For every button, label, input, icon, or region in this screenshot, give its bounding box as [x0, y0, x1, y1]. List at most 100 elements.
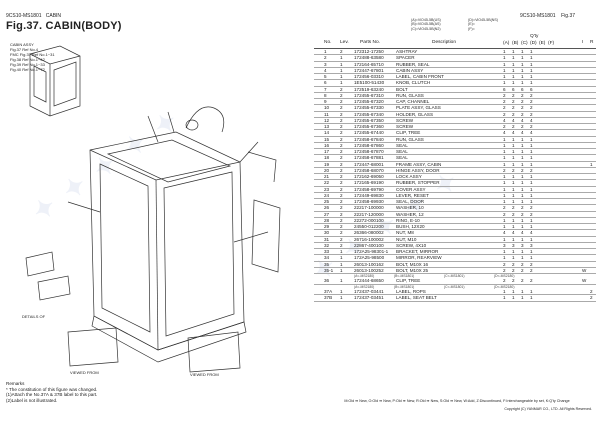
row-description: CLIP, TREE	[396, 130, 421, 136]
row-qty: 2	[503, 205, 506, 211]
row-no: 37A	[324, 289, 333, 295]
row-qty: 1	[512, 136, 515, 142]
row-level: 2	[340, 167, 343, 173]
row-qty: 4	[503, 130, 506, 136]
row-qty: 1	[512, 149, 515, 154]
row-qty: 1	[503, 55, 506, 61]
row-no: 2	[324, 55, 327, 61]
row-qty: 2	[530, 205, 533, 211]
row-qty: 1	[521, 55, 524, 61]
row-part-number: 26013-100162	[354, 261, 384, 267]
row-description: SEAL	[396, 142, 408, 148]
row-qty: 4	[503, 230, 506, 236]
row-remark: 2	[590, 295, 593, 301]
row-qty: 2	[512, 261, 515, 267]
row-qty: 1	[530, 217, 533, 223]
row-qty: 1	[512, 224, 515, 229]
row-qty: 1	[503, 142, 506, 148]
row-part-number: 1E5100-51430	[354, 80, 385, 86]
row-qty: 1	[512, 236, 515, 242]
row-qty: 1	[521, 49, 524, 54]
row-no: 1	[324, 49, 327, 54]
row-qty: 1	[512, 55, 515, 61]
serial-range-row: (A<-MS2180) (B<-MS1801) (C<-MS1801) (D<-…	[354, 284, 515, 289]
row-no: 20	[324, 167, 330, 173]
row-qty: 1	[503, 74, 506, 79]
row-qty: 6	[521, 86, 524, 92]
inset-line: FMC Fig.37 Ref No.1~31	[10, 52, 55, 57]
mirror-rearview	[37, 275, 71, 301]
row-qty: 1	[503, 295, 506, 301]
row-level: 2	[340, 136, 343, 142]
row-level: 1	[340, 249, 343, 254]
remark-line: * The constitution of this figure was ch…	[6, 386, 98, 392]
row-qty: 2	[503, 211, 506, 217]
row-qty: 4	[512, 130, 515, 136]
row-level: 2	[340, 236, 343, 242]
row-no: 26	[324, 205, 330, 211]
row-description: RUBBER, STOPPER	[396, 180, 440, 186]
row-qty: 4	[530, 230, 533, 236]
row-qty: 4	[530, 117, 533, 123]
row-qty: 1	[503, 61, 506, 67]
row-description: ASHTRAY	[396, 49, 418, 54]
row-part-number: 172455-67440	[354, 130, 384, 136]
row-qty: 1	[512, 61, 515, 67]
row-description: LABEL, CABIN FRONT	[396, 74, 444, 79]
row-qty: 1	[521, 80, 524, 86]
row-qty: 1	[521, 249, 524, 254]
row-qty: 1	[521, 61, 524, 67]
row-level: 1	[340, 55, 343, 61]
row-qty: 1	[521, 67, 524, 73]
row-no: 35-1	[324, 267, 334, 273]
row-no: 25	[324, 199, 330, 204]
row-qty: 2	[521, 105, 524, 111]
row-qty: 1	[503, 149, 506, 154]
row-qty: 1	[530, 180, 533, 186]
row-qty: 2	[512, 167, 515, 173]
row-level: 1	[340, 289, 343, 295]
row-no: 31	[324, 236, 330, 242]
row-no: 37B	[324, 295, 333, 301]
row-qty: 3	[521, 242, 524, 248]
row-qty: 1	[530, 49, 533, 54]
row-qty: 1	[530, 174, 533, 179]
row-qty: 1	[521, 255, 524, 261]
row-level: 2	[340, 230, 343, 236]
row-part-number: 172312-17250	[354, 49, 384, 54]
rubber-seal	[185, 119, 199, 131]
row-qty: 2	[521, 92, 524, 98]
row-qty: 1	[521, 295, 524, 301]
row-description: BOLT	[396, 86, 408, 92]
row-qty: 2	[503, 167, 506, 173]
row-part-number: 172455-67360	[354, 124, 384, 129]
row-qty: 1	[530, 74, 533, 79]
row-remark: 2	[590, 289, 593, 295]
row-qty: 1	[512, 180, 515, 186]
model-code-left: 9CS10-MS1801 CABIN	[6, 13, 62, 19]
row-qty: 1	[512, 186, 515, 192]
row-level: 1	[340, 255, 343, 261]
row-no: 23	[324, 186, 330, 192]
row-qty: 1	[521, 236, 524, 242]
parts-table: No. Lev. Parts No. Description Q'ty (A) …	[314, 34, 596, 302]
row-level: 2	[340, 124, 343, 129]
row-description: RING, E-10	[396, 217, 420, 223]
row-part-number: 22867-400100	[354, 242, 384, 248]
row-description: FRAME ASSY, CABIN	[396, 161, 442, 167]
row-level: 2	[340, 92, 343, 98]
row-description: SEAL	[396, 155, 408, 161]
row-qty: 2	[530, 105, 533, 111]
